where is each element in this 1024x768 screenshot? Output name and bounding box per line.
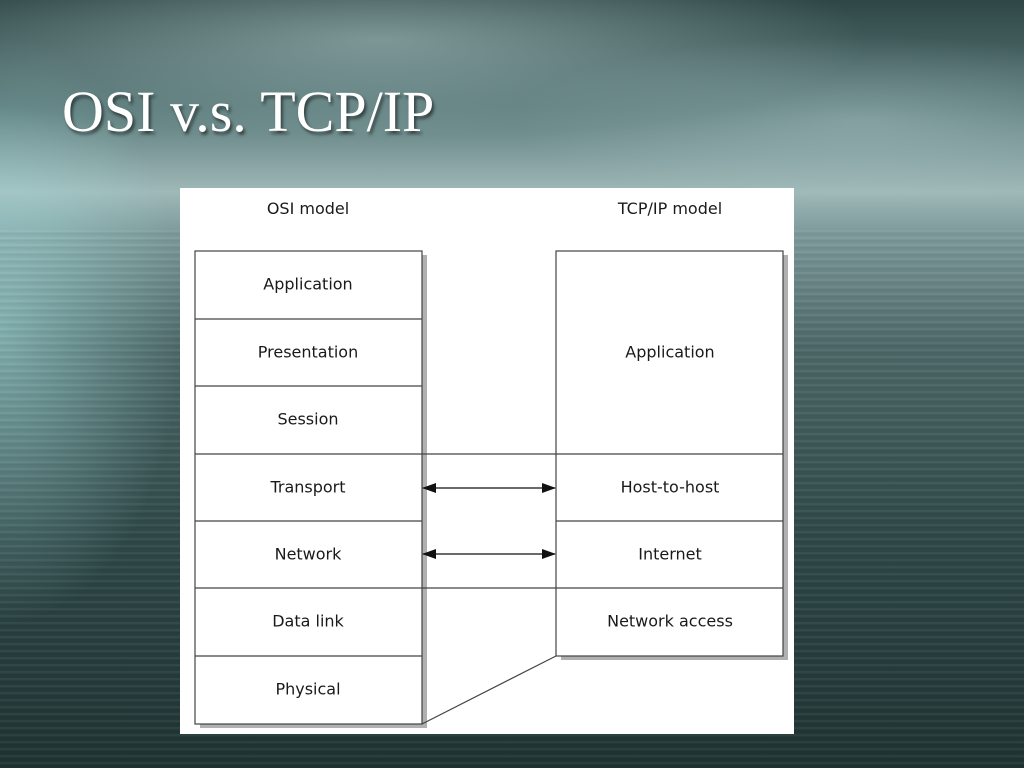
osi-tcpip-diagram: OSI model TCP/IP model A — [180, 188, 794, 734]
osi-layer-network: Network — [275, 545, 343, 564]
osi-layer-application: Application — [263, 275, 352, 294]
tcpip-layer-host-to-host: Host-to-host — [621, 478, 720, 497]
tcpip-layer-internet: Internet — [638, 545, 702, 564]
diagram-svg: OSI model TCP/IP model A — [194, 199, 788, 728]
connector-diagonal — [421, 655, 557, 725]
slide-title: OSI v.s. TCP/IP — [62, 79, 435, 144]
tcpip-layer-network-access: Network access — [607, 612, 733, 631]
osi-layer-transport: Transport — [269, 478, 345, 497]
tcpip-model-header: TCP/IP model — [617, 199, 722, 218]
tcpip-layer-application: Application — [625, 343, 714, 362]
osi-layer-data-link: Data link — [272, 612, 344, 631]
tcpip-stack — [555, 250, 784, 657]
osi-layer-session: Session — [277, 410, 338, 429]
osi-layer-presentation: Presentation — [258, 343, 358, 362]
osi-layer-physical: Physical — [275, 680, 340, 699]
osi-model-header: OSI model — [267, 199, 349, 218]
